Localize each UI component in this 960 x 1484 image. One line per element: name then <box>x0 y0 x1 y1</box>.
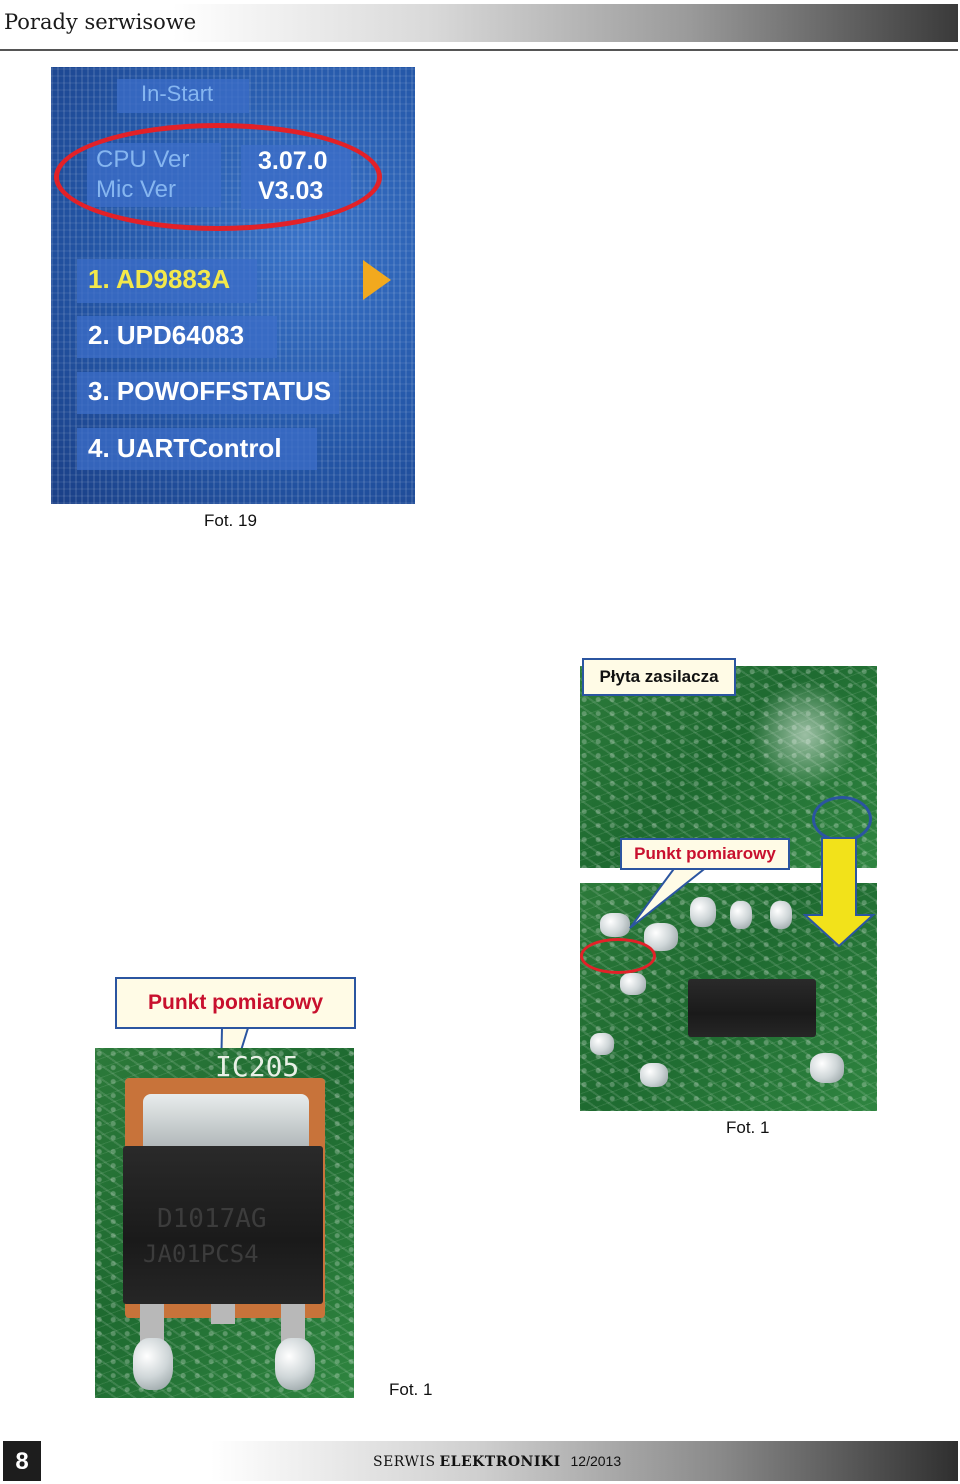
ic-package: D1017AG JA01PCS4 <box>123 1146 323 1304</box>
solder-pad <box>770 901 792 929</box>
menu-item-box <box>77 316 277 358</box>
play-arrow-icon <box>363 260 391 300</box>
tab-solder <box>143 1094 309 1154</box>
menu-item-box <box>77 259 257 303</box>
solder-pad <box>690 897 716 927</box>
right-measurement-label: Punkt pomiarowy <box>620 838 790 870</box>
menu-item-3: 3. POWOFFSTATUS <box>88 376 332 406</box>
right-photo-caption: Fot. 1 <box>726 1118 770 1137</box>
solder-pad <box>620 973 646 995</box>
service-menu-photo: In-Start CPU Ver Mic Ver 3.07.0 V3.03 1.… <box>51 67 415 504</box>
header-divider <box>0 49 958 51</box>
solder-pad <box>590 1033 614 1055</box>
menu-header-box <box>117 79 249 113</box>
right-callout-pointer <box>629 865 711 929</box>
menu-item-box <box>77 428 317 470</box>
photo-19-caption: Fot. 19 <box>204 511 257 530</box>
solder-joint <box>275 1338 315 1390</box>
down-arrow-icon <box>802 837 876 948</box>
footer-bar <box>0 1441 958 1481</box>
solder-joint <box>133 1338 173 1390</box>
issue-number: 12/2013 <box>570 1453 622 1469</box>
header-bar <box>0 4 958 42</box>
solder-pad <box>640 1063 668 1087</box>
chip-marking-1: D1017AG <box>157 1204 267 1234</box>
brand-elektroniki: ELEKTRONIKI <box>439 1454 561 1470</box>
solder-pad <box>810 1053 844 1083</box>
left-photo-caption: Fot. 1 <box>389 1380 433 1399</box>
ic-package <box>688 979 816 1037</box>
ic205-photo: IC205 D1017AG JA01PCS4 <box>95 1048 354 1398</box>
menu-item-1: 1. AD9883A <box>88 264 231 294</box>
brand-serwis: SERWIS <box>373 1454 436 1470</box>
left-measurement-label: Punkt pomiarowy <box>115 977 356 1029</box>
highlight-ellipse <box>54 123 382 231</box>
power-board-photo <box>580 666 877 868</box>
menu-item-2: 2. UPD64083 <box>88 320 245 350</box>
footer-brand: SERWIS ELEKTRONIKI 12/2013 <box>373 1453 621 1470</box>
page-section-title: Porady serwisowe <box>4 10 197 34</box>
ic-lead <box>211 1304 235 1324</box>
board-title-label: Płyta zasilacza <box>582 658 736 696</box>
board-glare <box>750 680 860 790</box>
menu-item-4: 4. UARTControl <box>88 433 282 463</box>
chip-marking-2: JA01PCS4 <box>143 1240 259 1268</box>
solder-pad <box>730 901 752 929</box>
menu-item-box <box>77 372 339 414</box>
silkscreen-label: IC205 <box>215 1050 300 1083</box>
solder-pad <box>600 913 630 937</box>
menu-header: In-Start <box>141 81 214 106</box>
red-marker-ring <box>580 938 656 974</box>
page-number: 8 <box>15 1448 29 1475</box>
page-number-box <box>3 1441 41 1481</box>
